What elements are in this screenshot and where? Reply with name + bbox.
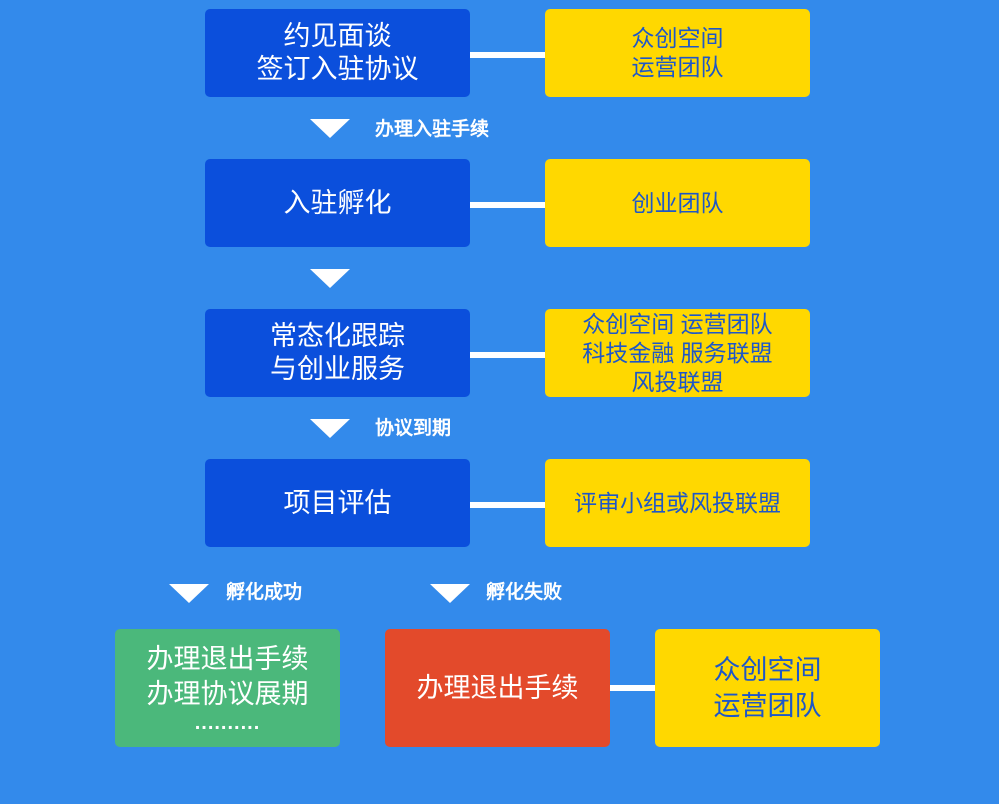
step-text-line: 约见面谈 [283, 21, 392, 51]
responsible-text-line: 评审小组或风投联盟 [574, 489, 781, 516]
connector-line [470, 502, 545, 508]
branch-label-failure: 孵化失败 [486, 582, 563, 603]
step-box-incubation: 入驻孵化 [205, 159, 470, 247]
arrow-label: 办理入驻手续 [375, 119, 490, 140]
connector-line [470, 202, 545, 208]
down-arrow-icon [310, 419, 350, 438]
step-text-line: 签订入驻协议 [256, 54, 419, 84]
step-text-line: 入驻孵化 [283, 187, 392, 218]
responsible-text-line: 创业团队 [631, 189, 724, 216]
outcome-text-line: 办理退出手续 [416, 672, 579, 703]
step-text-line: 常态化跟踪 [270, 321, 405, 351]
ellipsis-dots: .......... [194, 712, 261, 734]
down-arrow-icon [169, 584, 209, 603]
responsible-text-line: 运营团队 [631, 54, 724, 80]
success-outcome-box: 办理退出手续 办理协议展期 .......... [115, 629, 340, 747]
connector-line [470, 352, 545, 358]
step-box-tracking: 常态化跟踪 与创业服务 [205, 309, 470, 397]
arrow-label: 协议到期 [375, 418, 452, 439]
responsible-box-incubation: 创业团队 [545, 159, 810, 247]
step-box-evaluation: 项目评估 [205, 459, 470, 547]
responsible-text-line: 运营团队 [713, 691, 822, 721]
step-box-meeting: 约见面谈 签订入驻协议 [205, 9, 470, 97]
connector-line [610, 685, 655, 691]
responsible-text-line: 风投联盟 [631, 368, 724, 395]
responsible-text-line: 科技金融 服务联盟 [582, 339, 773, 366]
responsible-box-failure: 众创空间 运营团队 [655, 629, 880, 747]
down-arrow-icon [430, 584, 470, 603]
connector-line [470, 52, 545, 58]
step-text-line: 项目评估 [283, 487, 392, 518]
responsible-box-meeting: 众创空间 运营团队 [545, 9, 810, 97]
responsible-text-line: 众创空间 [631, 25, 724, 51]
down-arrow-icon [310, 269, 350, 288]
outcome-text-line: 办理退出手续 [146, 644, 309, 674]
outcome-text-line: 办理协议展期 [146, 679, 309, 709]
branch-label-success: 孵化成功 [226, 582, 303, 603]
responsible-text-line: 众创空间 运营团队 [582, 310, 773, 337]
step-text-line: 与创业服务 [270, 354, 405, 384]
failure-outcome-box: 办理退出手续 [385, 629, 610, 747]
down-arrow-icon [310, 119, 350, 138]
responsible-text-line: 众创空间 [713, 655, 822, 685]
responsible-box-tracking: 众创空间 运营团队 科技金融 服务联盟 风投联盟 [545, 309, 810, 397]
responsible-box-evaluation: 评审小组或风投联盟 [545, 459, 810, 547]
